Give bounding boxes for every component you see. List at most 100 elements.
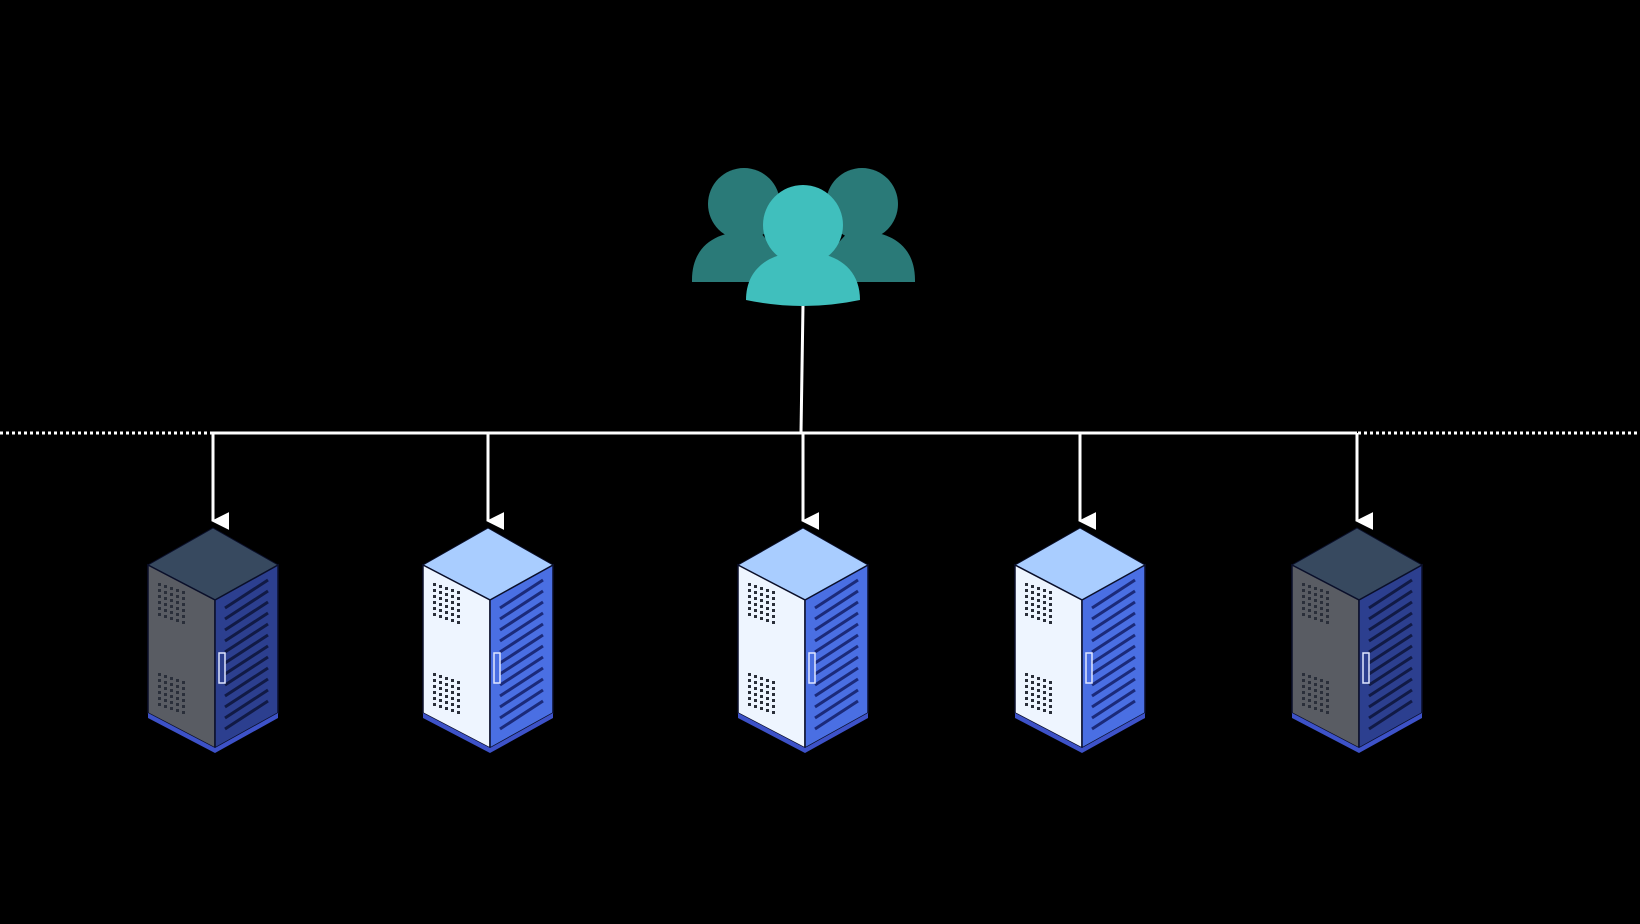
server-rack-1-vent-dot: [158, 613, 161, 616]
server-rack-5-vent-dot: [1314, 677, 1317, 680]
server-rack-3-vent-dot: [760, 587, 763, 590]
server-rack-3-vent-dot: [760, 683, 763, 686]
server-rack-1-vent-dot: [164, 675, 167, 678]
server-rack-3-vent-dot: [772, 687, 775, 690]
server-rack-2-vent-dot: [433, 673, 436, 676]
server-rack-3-slot: [814, 611, 859, 643]
server-rack-2-vent-dot: [433, 583, 436, 586]
server-rack-5-vent-dot: [1320, 691, 1323, 694]
server-rack-2-vent-dot: [433, 607, 436, 610]
server-rack-5-vent-dot: [1314, 707, 1317, 710]
server-rack-1-vent-dot: [164, 603, 167, 606]
server-rack-1-vent-dot: [176, 619, 179, 622]
server-rack-4-vent-dot: [1025, 685, 1028, 688]
server-rack-3-slot: [814, 578, 859, 610]
server-rack-4-vent-dot: [1037, 611, 1040, 614]
server-rack-4-vent-dot: [1049, 693, 1052, 696]
server-rack-5-vent-dot: [1308, 597, 1311, 600]
server-rack-3-vent-dot: [748, 679, 751, 682]
server-rack-4-vent-dot: [1043, 691, 1046, 694]
server-rack-1-slot: [224, 589, 269, 621]
server-rack-3-vent-dot: [772, 597, 775, 600]
server-rack-3-vent-dot: [754, 687, 757, 690]
server-rack-4-vent-dot: [1043, 703, 1046, 706]
server-rack-3-vent-dot: [748, 601, 751, 604]
server-rack-2-vent-dot: [445, 701, 448, 704]
server-rack-5-vent-dot: [1326, 711, 1329, 714]
server-rack-5-vent-dot: [1302, 685, 1305, 688]
server-rack-5-slot: [1368, 633, 1413, 665]
server-rack-1-vent-dot: [176, 607, 179, 610]
server-rack-5-vent-dot: [1326, 597, 1329, 600]
server-rack-3-vent-dot: [754, 681, 757, 684]
server-rack-4-vent-dot: [1049, 699, 1052, 702]
server-rack-2-vent-dot: [451, 607, 454, 610]
server-rack-5-vent-dot: [1314, 611, 1317, 614]
server-rack-1-vent-dot: [170, 611, 173, 614]
server-rack-1-slot: [224, 655, 269, 687]
server-rack-2-vent-dot: [457, 699, 460, 702]
server-rack-4-vent-dot: [1031, 615, 1034, 618]
server-rack-4-vent-dot: [1043, 697, 1046, 700]
server-rack-2-slot: [499, 600, 544, 632]
server-rack-4-vent-dot: [1031, 687, 1034, 690]
server-rack-1-vent-dot: [170, 707, 173, 710]
server-rack-5-slot: [1368, 666, 1413, 698]
server-rack-2-handle: [493, 652, 501, 684]
server-rack-4-vent-dot: [1031, 609, 1034, 612]
server-rack-2-vent-dot: [433, 691, 436, 694]
server-rack-4-vent-dot: [1043, 685, 1046, 688]
server-rack-3-vent-dot: [772, 621, 775, 624]
server-rack-2-vent-dot: [433, 595, 436, 598]
server-rack-1-vent-dot: [170, 599, 173, 602]
server-rack-2-slot: [499, 589, 544, 621]
server-rack-4-vent-dot: [1025, 595, 1028, 598]
server-rack-5-slot: [1368, 600, 1413, 632]
server-rack-5-vent-dot: [1302, 595, 1305, 598]
server-rack-2-vent-dot: [451, 709, 454, 712]
server-rack-3-vent-dot: [760, 689, 763, 692]
server-rack-4-vent-dot: [1049, 711, 1052, 714]
server-rack-4-slot: [1091, 677, 1136, 709]
server-rack-3-vent-dot: [754, 675, 757, 678]
server-rack-3-handle: [808, 652, 816, 684]
server-rack-5-vent-dot: [1302, 613, 1305, 616]
server-rack-4-vent-dot: [1031, 603, 1034, 606]
server-rack-4-vent-dot: [1037, 587, 1040, 590]
server-rack-1-vent-dot: [158, 673, 161, 676]
server-rack-3-vent-dot: [748, 691, 751, 694]
server-rack-1: [146, 527, 280, 753]
server-rack-1-vent-dot: [170, 689, 173, 692]
server-rack-3-vent-dot: [760, 605, 763, 608]
server-rack-4-vent-dot: [1049, 603, 1052, 606]
server-rack-4-vent-dot: [1031, 699, 1034, 702]
server-rack-3-slot: [814, 589, 859, 621]
server-rack-2-vent-dot: [433, 589, 436, 592]
server-rack-1-vent-dot: [182, 705, 185, 708]
server-rack-4-vent-dot: [1049, 615, 1052, 618]
server-rack-5-slot: [1368, 644, 1413, 676]
server-rack-5-vent-dot: [1320, 607, 1323, 610]
server-rack-3-vent-dot: [754, 597, 757, 600]
server-rack-5-vent-dot: [1326, 603, 1329, 606]
server-rack-1-vent-dot: [158, 595, 161, 598]
server-rack-2-vent-dot: [445, 689, 448, 692]
server-rack-5-vent-dot: [1320, 685, 1323, 688]
server-rack-1-slot: [224, 688, 269, 720]
server-rack-5-slot: [1368, 655, 1413, 687]
server-rack-1-vent-dot: [182, 699, 185, 702]
server-rack-1-vent-dot: [182, 681, 185, 684]
server-rack-4-vent-dot: [1031, 675, 1034, 678]
server-rack-5-slot: [1368, 611, 1413, 643]
server-rack-3-vent-dot: [766, 703, 769, 706]
server-rack-1-vent-dot: [158, 685, 161, 688]
server-rack-1-vent-dot: [164, 609, 167, 612]
server-rack-2-vent-dot: [445, 599, 448, 602]
server-rack-2-slot: [499, 578, 544, 610]
server-rack-2-vent-dot: [451, 601, 454, 604]
server-rack-3-vent-dot: [754, 585, 757, 588]
server-rack-1-slot: [224, 666, 269, 698]
server-rack-4-vent-dot: [1049, 609, 1052, 612]
server-rack-3-vent-dot: [772, 615, 775, 618]
server-rack-3-vent-dot: [766, 685, 769, 688]
